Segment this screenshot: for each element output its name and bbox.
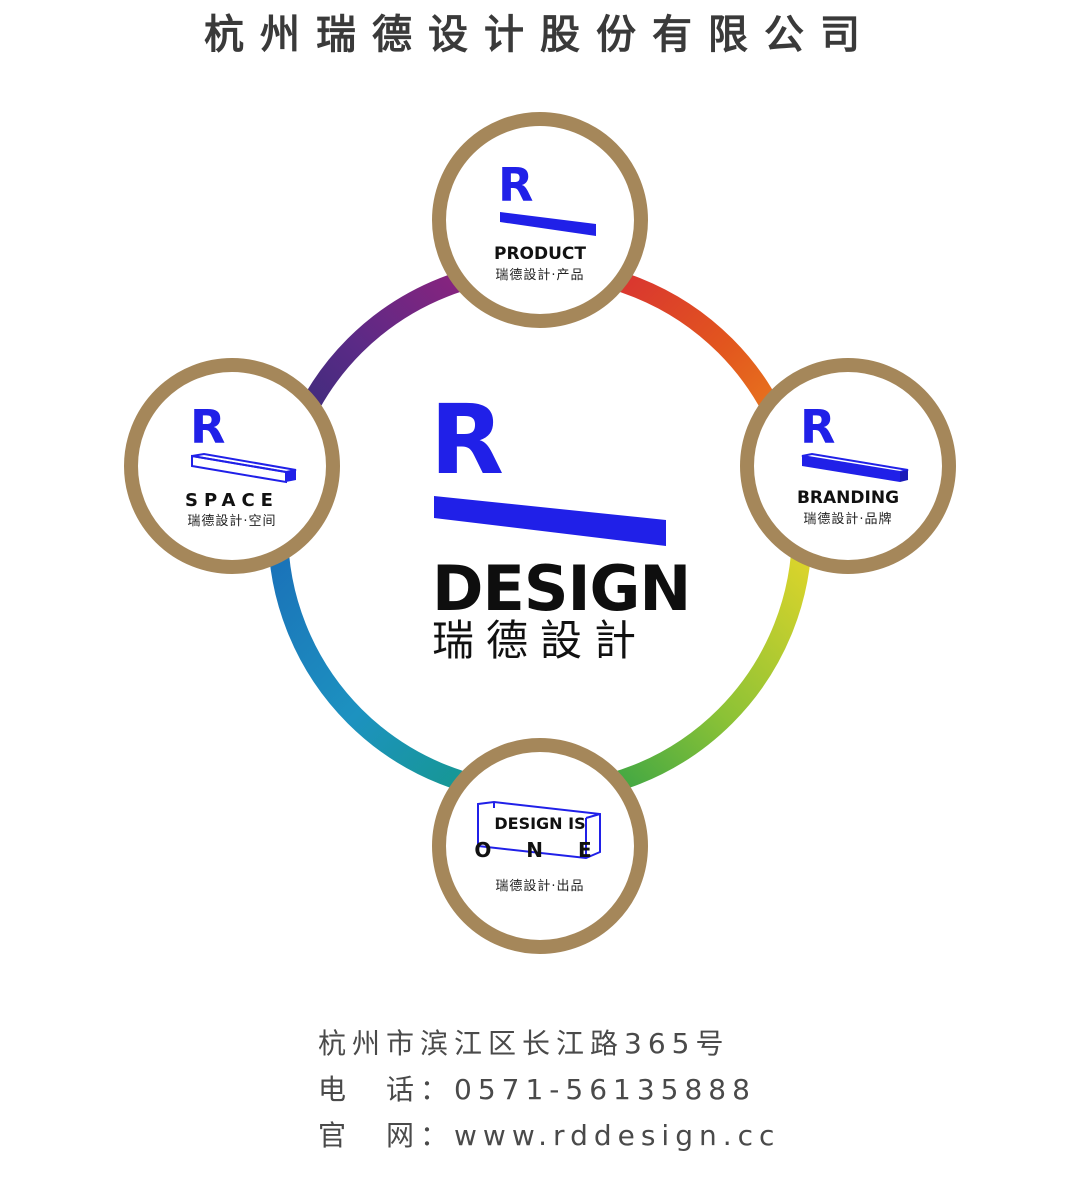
- space-label-cn: 瑞德設計·空间: [187, 514, 277, 529]
- node-branding[interactable]: R BRANDING 瑞德設計·品牌: [740, 358, 956, 574]
- center-r-letter: R: [430, 384, 504, 496]
- branding-r-icon: R: [800, 400, 836, 454]
- design-one-label-cn: 瑞德設計·出品: [495, 879, 585, 894]
- branding-bar-icon: [801, 452, 909, 482]
- footer-address: 杭州市滨江区长江路365号: [318, 1027, 730, 1060]
- space-bar-icon: [191, 452, 297, 484]
- product-r-icon: R: [498, 158, 534, 212]
- branding-label: BRANDING: [796, 488, 900, 508]
- center-design-word: DESIGN: [432, 552, 691, 625]
- phone-label: 电 话：: [318, 1073, 455, 1106]
- product-bar-icon: [500, 212, 596, 236]
- product-label: PRODUCT: [494, 244, 586, 264]
- design-one-label-line1: DESIGN IS: [494, 814, 586, 833]
- node-product[interactable]: R PRODUCT 瑞德設計·产品: [432, 112, 648, 328]
- website-link[interactable]: www.rddesign.cc: [454, 1119, 781, 1152]
- center-r-bar: [434, 496, 666, 546]
- web-label: 官 网：: [318, 1119, 455, 1152]
- node-design-is-one[interactable]: DESIGN IS O N E 瑞德設計·出品: [432, 738, 648, 954]
- company-title: 杭州瑞德设计股份有限公司: [204, 12, 876, 58]
- center-chinese-name: 瑞德設計: [432, 616, 649, 665]
- node-space[interactable]: R SPACE 瑞德設計·空间: [124, 358, 340, 574]
- product-label-cn: 瑞德設計·产品: [495, 268, 585, 283]
- design-one-label-line2: O N E: [474, 838, 606, 862]
- phone-number[interactable]: 0571-56135888: [454, 1073, 756, 1106]
- space-r-icon: R: [190, 400, 226, 454]
- footer-phone-row: 电 话：0571-56135888: [318, 1076, 756, 1104]
- footer-web-row: 官 网：www.rddesign.cc: [318, 1122, 780, 1150]
- branding-label-cn: 瑞德設計·品牌: [803, 512, 893, 527]
- space-label: SPACE: [185, 490, 279, 511]
- design-one-frame-icon: [477, 800, 601, 860]
